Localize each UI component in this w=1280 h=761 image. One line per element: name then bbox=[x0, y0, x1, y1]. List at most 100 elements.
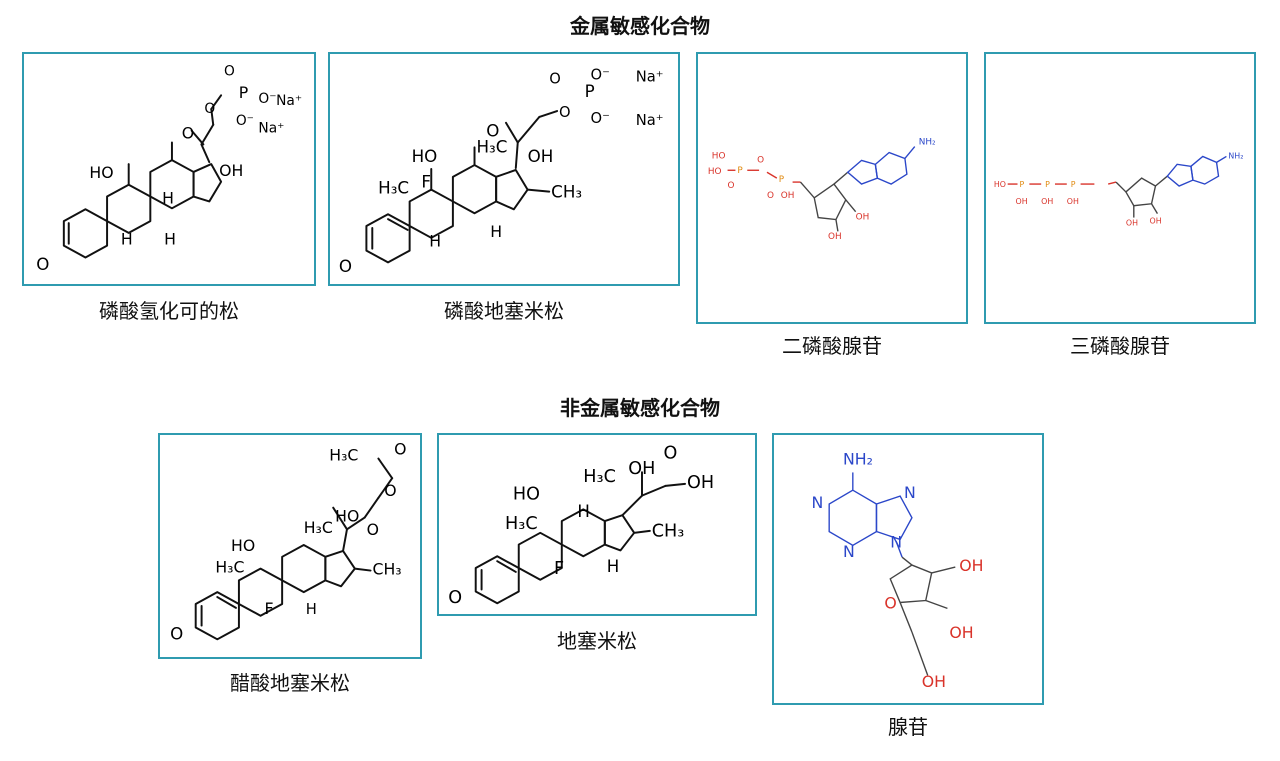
atom-label-o: O bbox=[664, 443, 678, 463]
compound-card-atp: HO P P P OH OH OH OH OH NH₂ bbox=[984, 52, 1256, 324]
atom-label-o-ketone: O bbox=[36, 254, 49, 274]
atom-label-phosphorus: P bbox=[737, 166, 743, 176]
dexamethasone-phosphate-structure: O HO H₃C OH H₃C F H H CH₃ O O P O O⁻ O⁻ … bbox=[339, 67, 664, 277]
counter-ion-sodium: Na⁺ bbox=[636, 112, 664, 129]
compound-card-dexamethasone-acetate: H₃C O O HO O H₃C HO H₃C F H CH₃ O bbox=[158, 433, 422, 659]
atom-label-oh: OH bbox=[1041, 197, 1053, 206]
atom-label-h: H bbox=[306, 601, 317, 618]
atom-label-ho: HO bbox=[412, 146, 438, 166]
atom-label-o-ketone: O bbox=[339, 256, 352, 276]
atom-label-oh: OH bbox=[628, 459, 655, 479]
atom-label-oh: OH bbox=[949, 623, 973, 642]
atom-label-o-ring: O bbox=[884, 593, 896, 612]
counter-ion-sodium: Na⁺ bbox=[276, 93, 302, 109]
atom-label-oh: OH bbox=[528, 146, 554, 166]
compound-name-adp: 二磷酸腺苷 bbox=[782, 334, 882, 358]
counter-ion-sodium: Na⁺ bbox=[258, 121, 284, 137]
atom-label-o: O bbox=[757, 155, 764, 165]
atom-label-o-minus: O⁻ bbox=[258, 91, 276, 107]
dexamethasone-acetate-structure: H₃C O O HO O H₃C HO H₃C F H CH₃ O bbox=[170, 440, 406, 644]
atom-label-o: O bbox=[767, 191, 774, 201]
atom-label-o-ketone: O bbox=[448, 588, 462, 608]
atom-label-oh: OH bbox=[781, 191, 795, 201]
atom-label-ho: HO bbox=[89, 163, 113, 182]
atom-label-fluorine: F bbox=[554, 559, 564, 579]
atom-label-nh2: NH₂ bbox=[919, 138, 936, 148]
compound-name-dexamethasone: 地塞米松 bbox=[557, 629, 637, 653]
atom-label-ho: HO bbox=[513, 485, 540, 505]
atom-label-oh: OH bbox=[856, 213, 870, 223]
atom-label-o: O bbox=[182, 124, 194, 143]
atom-label-oh: OH bbox=[1067, 197, 1079, 206]
atom-label-o-double: O bbox=[549, 70, 561, 87]
atom-label-n: N bbox=[904, 483, 916, 502]
atom-label-ch3: CH₃ bbox=[551, 182, 582, 202]
atom-label-phosphorus: P bbox=[1020, 180, 1025, 189]
atom-label-h3c: H₃C bbox=[583, 467, 616, 487]
atom-label-h3c: H₃C bbox=[476, 136, 507, 156]
atom-label-fluorine: F bbox=[264, 599, 273, 618]
atom-label-phosphorus: P bbox=[779, 175, 785, 185]
compound-card-dexamethasone: O HO H₃C H₃C OH O OH H F H CH₃ bbox=[437, 433, 757, 616]
atom-label-ch3: CH₃ bbox=[652, 522, 685, 542]
atom-label-oh: OH bbox=[959, 556, 983, 575]
atom-label-ch3: CH₃ bbox=[373, 559, 402, 578]
atom-label-h: H bbox=[490, 222, 502, 241]
atom-label-oh: OH bbox=[1016, 197, 1028, 206]
atom-label-o-ester: O bbox=[559, 104, 571, 121]
atom-label-h: H bbox=[121, 230, 133, 249]
atom-label-o-carbonyl: O bbox=[394, 440, 406, 459]
compound-card-adp: HO HO P O O P O OH OH OH NH₂ bbox=[696, 52, 968, 324]
atom-label-o-ketone: O bbox=[170, 624, 183, 643]
atom-label-o-minus: O⁻ bbox=[590, 110, 609, 127]
atom-label-o-ester: O bbox=[384, 481, 396, 500]
atom-label-h3c: H₃C bbox=[505, 514, 538, 534]
adenosine-structure: NH₂ N N N N O OH OH OH bbox=[811, 450, 983, 692]
atom-label-h3c: H₃C bbox=[304, 518, 333, 537]
atom-label-h3c: H₃C bbox=[215, 558, 244, 577]
atom-label-oh: OH bbox=[922, 672, 946, 691]
atom-label-h3c: H₃C bbox=[378, 178, 409, 198]
atom-label-oh: OH bbox=[1126, 218, 1138, 227]
atom-label-h: H bbox=[607, 557, 620, 576]
atom-label-oh: OH bbox=[1150, 216, 1162, 225]
compound-name-hydrocortisone-phosphate: 磷酸氢化可的松 bbox=[99, 299, 239, 323]
atom-label-ho: HO bbox=[994, 180, 1006, 189]
atom-label-phosphorus: P bbox=[1045, 180, 1050, 189]
atom-label-phosphorus: P bbox=[239, 83, 248, 102]
atom-label-phosphorus: P bbox=[1071, 180, 1076, 189]
compound-card-adenosine: NH₂ N N N N O OH OH OH bbox=[772, 433, 1044, 705]
atom-label-ho: HO bbox=[712, 151, 726, 161]
atom-label-ho: HO bbox=[708, 167, 722, 177]
atom-label-oh-terminal: OH bbox=[687, 473, 714, 493]
atom-label-oh: OH bbox=[219, 161, 243, 180]
hydrocortisone-phosphate-structure: O HO H H H OH O O P O O⁻ O⁻ Na⁺ Na⁺ bbox=[36, 64, 302, 275]
nonmetal-section-title: 非金属敏感化合物 bbox=[560, 396, 720, 420]
atom-label-h: H bbox=[429, 232, 441, 251]
atom-label-o-ester: O bbox=[204, 101, 215, 117]
compound-name-atp: 三磷酸腺苷 bbox=[1070, 334, 1170, 358]
atom-label-o: O bbox=[367, 520, 379, 539]
atom-label-o-minus: O⁻ bbox=[590, 67, 609, 84]
atom-label-h: H bbox=[164, 230, 176, 249]
atom-label-n: N bbox=[843, 542, 855, 561]
compound-card-dexamethasone-phosphate: O HO H₃C OH H₃C F H H CH₃ O O P O O⁻ O⁻ … bbox=[328, 52, 680, 286]
metal-section-title: 金属敏感化合物 bbox=[570, 14, 710, 38]
atom-label-h: H bbox=[577, 502, 590, 521]
atom-label-n: N bbox=[890, 532, 902, 551]
atom-label-o-minus: O⁻ bbox=[236, 113, 254, 129]
atom-label-nh2: NH₂ bbox=[843, 450, 873, 469]
counter-ion-sodium: Na⁺ bbox=[636, 69, 664, 86]
compound-name-adenosine: 腺苷 bbox=[888, 715, 928, 739]
atom-label-o: O bbox=[728, 181, 735, 191]
atom-label-h3c-acetyl: H₃C bbox=[329, 446, 358, 465]
atom-label-fluorine: F bbox=[421, 172, 431, 192]
atp-structure: HO P P P OH OH OH OH OH NH₂ bbox=[994, 151, 1243, 227]
atom-label-n: N bbox=[811, 493, 823, 512]
atom-label-nh2: NH₂ bbox=[1228, 151, 1243, 160]
compound-card-hydrocortisone-phosphate: O HO H H H OH O O P O O⁻ O⁻ Na⁺ Na⁺ bbox=[22, 52, 316, 286]
atom-label-o: O bbox=[486, 121, 499, 141]
dexamethasone-structure: O HO H₃C H₃C OH O OH H F H CH₃ bbox=[448, 443, 714, 608]
atom-label-ho: HO bbox=[335, 506, 359, 525]
adp-structure: HO HO P O O P O OH OH OH NH₂ bbox=[708, 138, 936, 243]
